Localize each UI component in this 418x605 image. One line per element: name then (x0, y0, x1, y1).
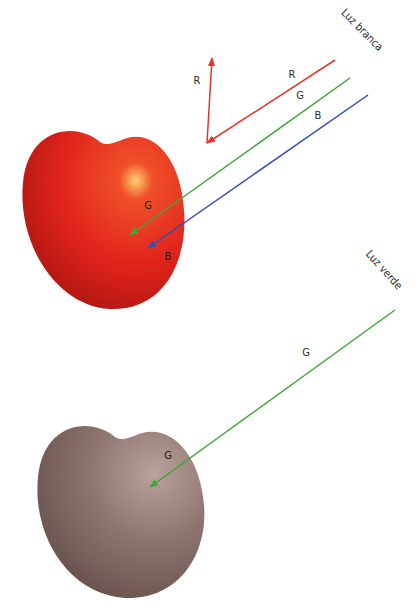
grey-apple (37, 426, 204, 598)
ray-label: B (165, 251, 172, 262)
green-ray (150, 310, 395, 487)
ray-label: R (289, 69, 296, 80)
ray-label: R (194, 75, 201, 86)
light-source-label: Luz verde (364, 248, 404, 291)
green-ray (130, 78, 350, 235)
ray-label: G (296, 90, 304, 101)
light-source-label: Luz branca (339, 7, 385, 53)
ray-label: G (144, 200, 152, 211)
reflected-red-ray (207, 58, 212, 143)
blue-ray (148, 95, 368, 248)
ray-label: G (164, 450, 172, 461)
ray-label: B (315, 110, 322, 121)
ray-label: G (302, 347, 310, 358)
red-apple (22, 131, 184, 309)
